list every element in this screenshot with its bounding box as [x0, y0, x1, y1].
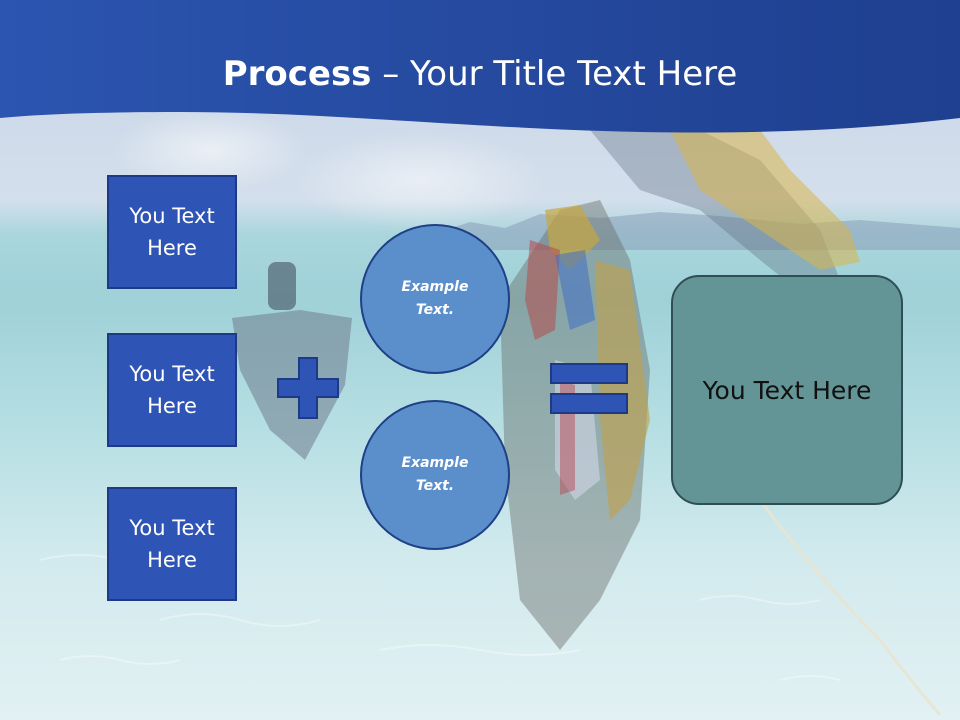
example-circle-1: Example Text. — [360, 224, 510, 374]
result-box-text: You Text Here — [702, 375, 872, 405]
text-box-2-line2: Here — [147, 394, 197, 418]
plus-icon — [277, 357, 339, 419]
example-circle-1-line2: Text. — [415, 302, 455, 318]
title-header-band: Process – Your Title Text Here — [0, 0, 960, 140]
text-box-2: You Text Here — [107, 333, 237, 447]
text-box-1: You Text Here — [107, 175, 237, 289]
text-box-3-line1: You Text — [129, 516, 215, 540]
example-circle-2-line1: Example — [401, 455, 469, 471]
slide-title: Process – Your Title Text Here — [0, 52, 960, 96]
slide-title-bold: Process — [222, 54, 372, 94]
text-box-2-line1: You Text — [129, 362, 215, 386]
example-circle-1-line1: Example — [401, 279, 469, 295]
example-circle-2-line2: Text. — [415, 478, 455, 494]
text-box-3-line2: Here — [147, 548, 197, 572]
example-circle-2: Example Text. — [360, 400, 510, 550]
slide-title-rest: – Your Title Text Here — [371, 54, 738, 94]
text-box-1-line1: You Text — [129, 204, 215, 228]
result-box: You Text Here — [671, 275, 903, 505]
text-box-3: You Text Here — [107, 487, 237, 601]
equals-icon — [550, 363, 628, 415]
text-box-1-line2: Here — [147, 236, 197, 260]
